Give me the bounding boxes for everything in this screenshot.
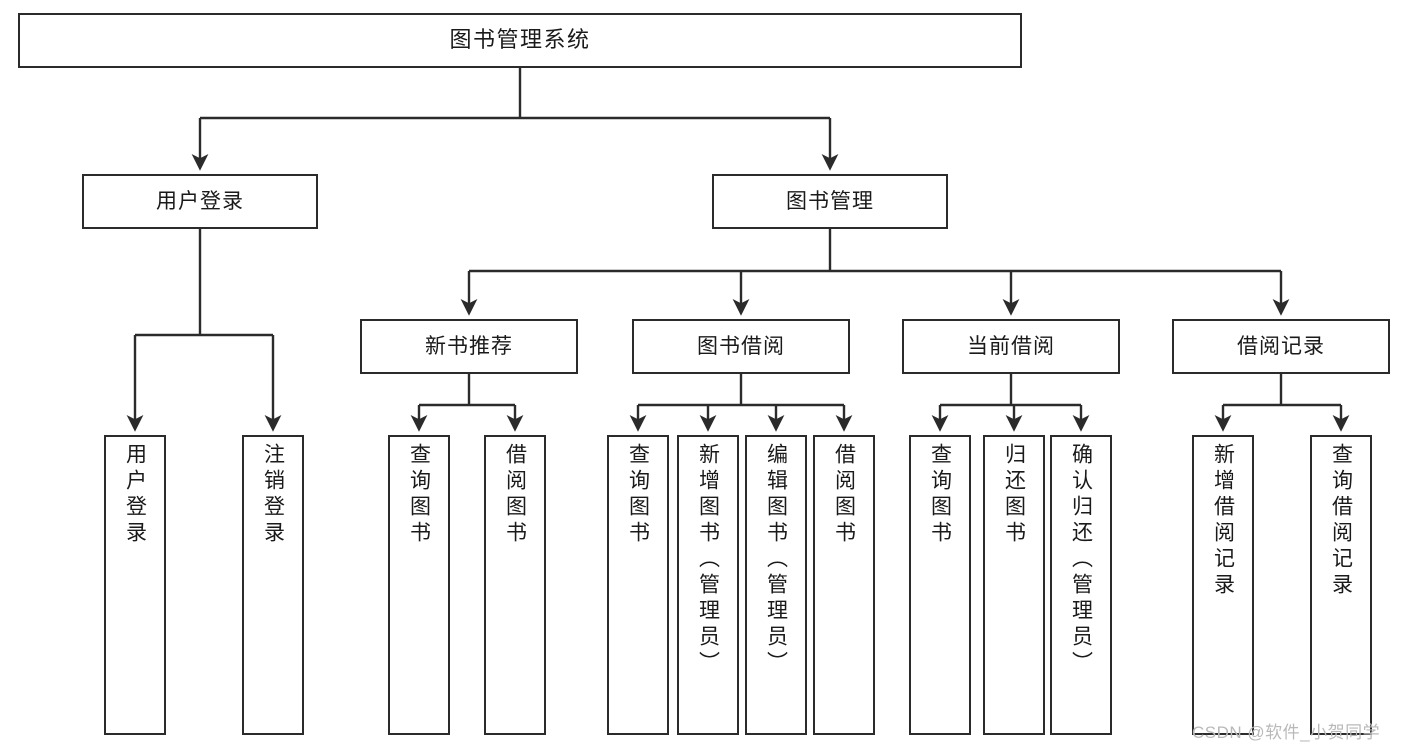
leaf-query-book-current[interactable]: 查询图书 (909, 435, 971, 735)
leaf-borrow-book-newbook-label: 借阅图书 (503, 443, 527, 547)
leaf-add-book-admin[interactable]: 新增图书（管理员） (677, 435, 739, 735)
leaf-query-book-borrow[interactable]: 查询图书 (607, 435, 669, 735)
leaf-return-book[interactable]: 归还图书 (983, 435, 1045, 735)
node-current-borrow-label: 当前借阅 (967, 334, 1055, 358)
leaf-confirm-return-admin-label: 确认归还（管理员） (1069, 443, 1093, 677)
leaf-return-book-label: 归还图书 (1002, 443, 1026, 547)
node-book-management-label: 图书管理 (786, 189, 874, 213)
leaf-add-borrow-record[interactable]: 新增借阅记录 (1192, 435, 1254, 735)
leaf-user-login[interactable]: 用户登录 (104, 435, 166, 735)
leaf-confirm-return-admin[interactable]: 确认归还（管理员） (1050, 435, 1112, 735)
node-root-book-management-system[interactable]: 图书管理系统 (18, 13, 1022, 68)
leaf-query-borrow-record[interactable]: 查询借阅记录 (1310, 435, 1372, 735)
leaf-borrow-book-newbook[interactable]: 借阅图书 (484, 435, 546, 735)
leaf-add-borrow-record-label: 新增借阅记录 (1211, 443, 1235, 599)
leaf-query-book-newbook-label: 查询图书 (407, 443, 431, 547)
leaf-borrow-book-borrow[interactable]: 借阅图书 (813, 435, 875, 735)
leaf-edit-book-admin[interactable]: 编辑图书（管理员） (745, 435, 807, 735)
leaf-add-book-admin-label: 新增图书（管理员） (696, 443, 720, 677)
leaf-query-book-newbook[interactable]: 查询图书 (388, 435, 450, 735)
node-book-borrow-label: 图书借阅 (697, 334, 785, 358)
node-new-book-recommendation-label: 新书推荐 (425, 334, 513, 358)
leaf-logout-login[interactable]: 注销登录 (242, 435, 304, 735)
node-new-book-recommendation[interactable]: 新书推荐 (360, 319, 578, 374)
node-book-management[interactable]: 图书管理 (712, 174, 948, 229)
leaf-query-borrow-record-label: 查询借阅记录 (1329, 443, 1353, 599)
node-borrow-record[interactable]: 借阅记录 (1172, 319, 1390, 374)
node-user-login-label: 用户登录 (156, 189, 244, 213)
node-user-login[interactable]: 用户登录 (82, 174, 318, 229)
node-book-borrow[interactable]: 图书借阅 (632, 319, 850, 374)
csdn-watermark: CSDN @软件_小贺同学 (1192, 723, 1381, 742)
leaf-edit-book-admin-label: 编辑图书（管理员） (764, 443, 788, 677)
leaf-logout-login-label: 注销登录 (261, 443, 285, 547)
leaf-query-book-borrow-label: 查询图书 (626, 443, 650, 547)
leaf-user-login-label: 用户登录 (123, 443, 147, 547)
leaf-borrow-book-borrow-label: 借阅图书 (832, 443, 856, 547)
leaf-query-book-current-label: 查询图书 (928, 443, 952, 547)
node-borrow-record-label: 借阅记录 (1237, 334, 1325, 358)
node-current-borrow[interactable]: 当前借阅 (902, 319, 1120, 374)
node-root-label: 图书管理系统 (449, 27, 591, 53)
